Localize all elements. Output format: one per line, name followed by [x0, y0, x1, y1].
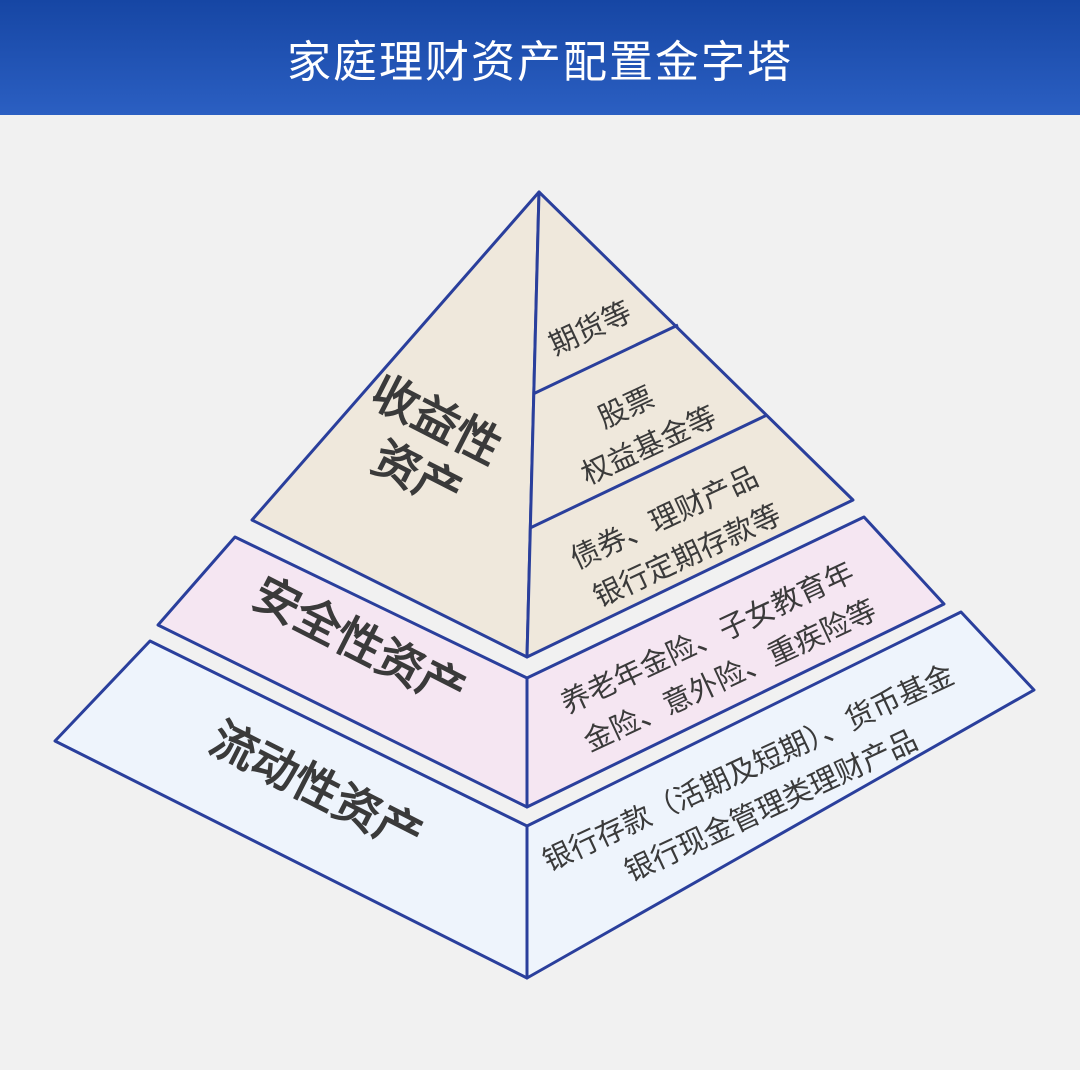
tier-return-divider-2: [529, 413, 768, 530]
tier-safety: [156, 515, 946, 809]
header-bar: 家庭理财资产配置金字塔: [0, 0, 1080, 115]
page-title: 家庭理财资产配置金字塔: [287, 36, 793, 88]
tier-return-right-face: [525, 190, 855, 659]
tier-return: [250, 190, 855, 659]
tier-return-divider-1: [532, 323, 679, 396]
tier-liquidity-right-face: [525, 610, 1036, 980]
tier-safety-right-face: [525, 515, 946, 809]
tier-liquidity: [53, 610, 1036, 980]
